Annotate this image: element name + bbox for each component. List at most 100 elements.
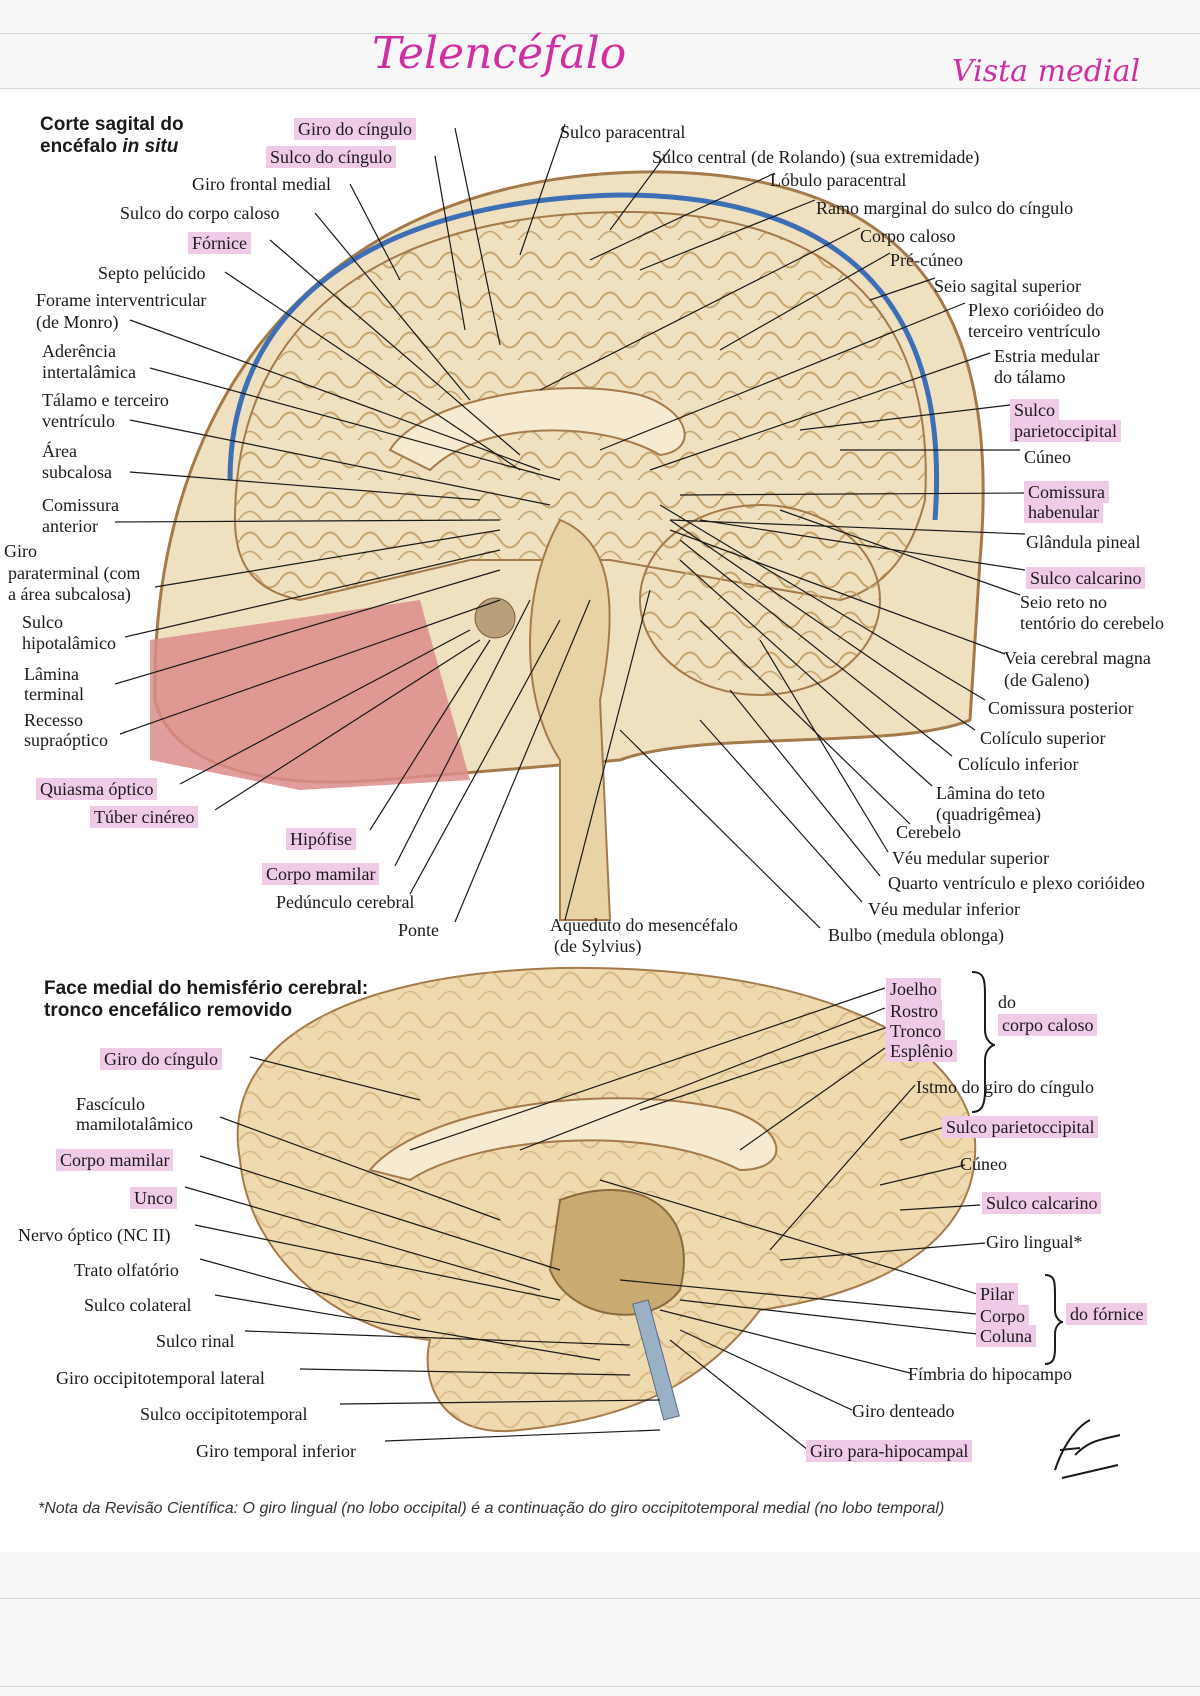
anatomy-label: Véu medular superior	[892, 848, 1049, 868]
section2-title: Face medial do hemisfério cerebral: tron…	[44, 978, 369, 1021]
anatomy-label: Aderência	[42, 341, 116, 361]
anatomy-label: Área	[42, 441, 77, 461]
anatomy-label: Bulbo (medula oblonga)	[828, 925, 1004, 945]
cerebellum	[639, 504, 881, 696]
anatomy-label: Sulco paracentral	[560, 122, 686, 142]
anatomy-label: Pilar	[976, 1283, 1018, 1305]
anatomy-label: (de Galeno)	[1004, 670, 1090, 690]
sagittal-section-figure	[150, 170, 985, 921]
anatomy-label: Giro	[4, 541, 37, 561]
anatomy-label: Tálamo e terceiro	[42, 390, 169, 410]
corpus-callosum	[368, 1097, 778, 1182]
anatomy-label: Fascículo	[76, 1094, 145, 1114]
page-divider-top	[0, 33, 1200, 34]
medial-hemisphere-figure	[236, 966, 977, 1433]
anatomy-label: Veia cerebral magna	[1004, 648, 1151, 668]
anatomy-label: corpo caloso	[998, 1014, 1098, 1036]
anatomy-label: anterior	[42, 516, 98, 536]
anatomy-label: Aqueduto do mesencéfalo	[550, 915, 738, 935]
anatomy-label: Lóbulo paracentral	[770, 170, 907, 190]
anatomy-label: Recesso	[24, 710, 83, 730]
anatomy-label: Giro temporal inferior	[196, 1441, 356, 1461]
anatomy-label: Fímbria do hipocampo	[908, 1364, 1072, 1384]
anatomy-label: a área subcalosa)	[8, 584, 131, 604]
anatomy-label: do tálamo	[994, 367, 1066, 387]
anatomy-label: (quadrigêmea)	[936, 804, 1041, 824]
anatomy-label: Pedúnculo cerebral	[276, 892, 415, 912]
anatomy-label: Trato olfatório	[74, 1260, 179, 1280]
anatomy-label: Sulco	[22, 612, 64, 632]
anatomy-label: Tronco	[886, 1020, 946, 1042]
anatomy-label: subcalosa	[42, 462, 112, 482]
anatomy-label: Lâmina	[24, 664, 79, 684]
anatomy-label: Seio sagital superior	[934, 276, 1081, 296]
anatomy-label: Estria medular	[994, 346, 1100, 366]
anatomy-label: Forame interventricular	[36, 290, 207, 310]
anatomy-label: ventrículo	[42, 411, 115, 431]
leader-lines-upper	[114, 123, 1026, 929]
anatomy-label: Corpo caloso	[860, 226, 956, 246]
handwritten-view: Vista medial	[952, 54, 1141, 89]
braces	[971, 971, 1064, 1365]
page-divider-footer	[0, 1686, 1200, 1687]
anatomy-label: Sulco colateral	[84, 1295, 192, 1315]
anatomy-label: Coluna	[976, 1325, 1036, 1347]
footnote: *Nota da Revisão Científica: O giro ling…	[38, 1500, 945, 1517]
anatomy-label: Sulco	[1010, 399, 1060, 421]
anatomy-label: Glândula pineal	[1026, 532, 1141, 552]
anatomy-label: Quiasma óptico	[36, 778, 158, 800]
anatomy-label: Fórnice	[188, 232, 251, 254]
anatomy-label: Sulco do corpo caloso	[120, 203, 280, 223]
anatomy-label: Giro para-hipocampal	[806, 1440, 973, 1462]
anatomy-label: Giro denteado	[852, 1401, 955, 1421]
pituitary	[474, 597, 516, 639]
anatomy-label: Unco	[130, 1187, 177, 1209]
handwritten-title: Telencéfalo	[372, 28, 627, 79]
section1-title: Corte sagital do encéfalo in situ	[40, 114, 184, 157]
anatomy-label: Sulco occipitotemporal	[140, 1404, 308, 1424]
superior-sagittal-sinus	[227, 192, 940, 521]
corpus-callosum-section	[388, 387, 686, 472]
leader-lines-lower	[184, 987, 986, 1451]
anatomy-label: supraóptico	[24, 730, 108, 750]
anatomy-label: Corpo mamilar	[262, 863, 380, 885]
anatomy-label: Pré-cúneo	[890, 250, 963, 270]
anatomy-label: Giro lingual*	[986, 1232, 1083, 1252]
anatomy-label: Colículo superior	[980, 728, 1106, 748]
anatomy-label: Cerebelo	[896, 822, 961, 842]
anatomy-label: paraterminal (com	[8, 563, 141, 583]
netter-signature-mark	[1054, 1419, 1121, 1479]
anatomy-label: Túber cinéreo	[90, 806, 199, 828]
anatomy-label: Ramo marginal do sulco do cíngulo	[816, 198, 1074, 218]
anatomy-label: Comissura posterior	[988, 698, 1134, 718]
thalamus-cut	[548, 1189, 685, 1316]
anatomy-label: Ponte	[398, 920, 440, 940]
anatomy-label: mamilotalâmico	[76, 1114, 193, 1134]
anatomy-label: Septo pelúcido	[98, 263, 206, 283]
anatomy-label: habenular	[1024, 501, 1103, 523]
anatomy-label: Sulco rinal	[156, 1331, 235, 1351]
anatomy-label: Cúneo	[960, 1154, 1007, 1174]
anatomy-label: Plexo corióideo do	[968, 300, 1104, 320]
anatomy-label: do fórnice	[1066, 1303, 1148, 1325]
anatomy-label: parietoccipital	[1010, 420, 1121, 442]
anatomy-label: Véu medular inferior	[868, 899, 1020, 919]
anatomy-label: Rostro	[886, 1000, 943, 1022]
anatomy-label: Giro frontal medial	[192, 174, 331, 194]
anatomy-label: Hipófise	[286, 828, 356, 850]
anatomy-label: (de Monro)	[36, 312, 119, 332]
anatomy-label: tentório do cerebelo	[1020, 613, 1164, 633]
anatomy-label: hipotalâmico	[22, 633, 116, 653]
anatomy-label: do	[998, 992, 1016, 1012]
page-divider-header	[0, 88, 1200, 89]
anatomy-label: Sulco calcarino	[1026, 567, 1146, 589]
anatomy-label: Cúneo	[1024, 447, 1071, 467]
anatomy-label: Corpo mamilar	[56, 1149, 174, 1171]
anatomy-label: terminal	[24, 684, 84, 704]
anatomy-label: intertalâmica	[42, 362, 136, 382]
anatomy-label: Sulco parietoccipital	[942, 1116, 1099, 1138]
anatomy-label: Esplênio	[886, 1040, 957, 1062]
anatomy-label: (de Sylvius)	[554, 936, 642, 956]
anatomy-label: Sulco calcarino	[982, 1192, 1102, 1214]
